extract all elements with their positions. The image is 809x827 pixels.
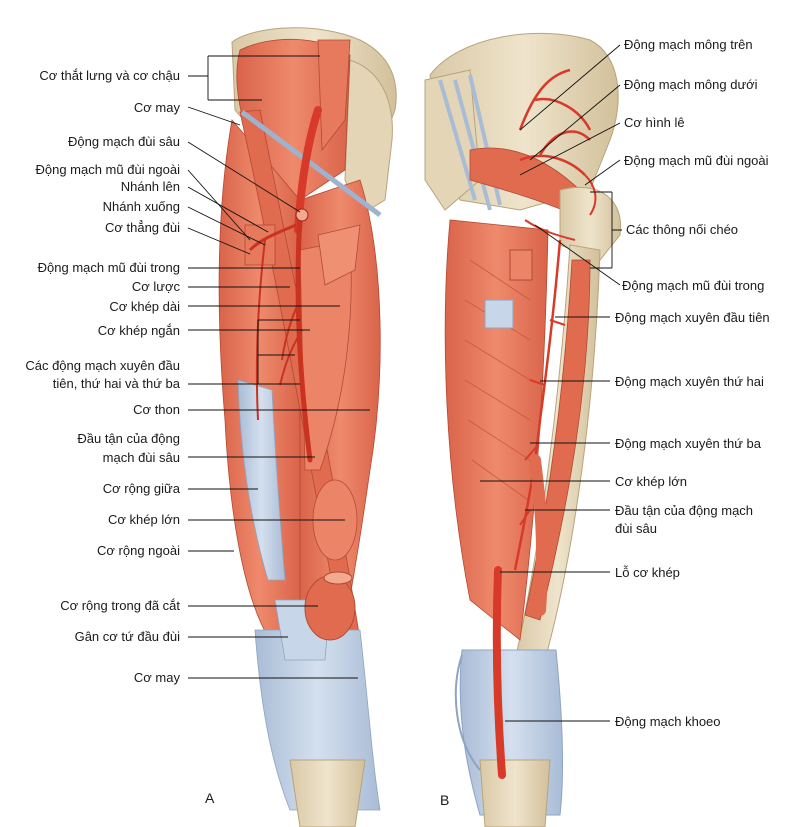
label-piriformis: Cơ hình lê (624, 115, 685, 130)
label-descending-branch: Nhánh xuống (102, 199, 180, 214)
panel-label-b: B (440, 792, 450, 808)
superior-gluteal-artery (518, 68, 592, 131)
panel-a-drawing (218, 27, 397, 827)
knee-b-left (454, 654, 481, 771)
leader-iliopsoas (188, 55, 320, 101)
leader-descending (187, 206, 266, 246)
circumflex-b (524, 174, 597, 241)
popliteal-artery (492, 566, 506, 779)
label-quadriceps-tendon: Gân cơ tứ đầu đùi (74, 629, 180, 644)
label-medial-circumflex-artery: Động mạch mũ đùi trong (37, 260, 180, 275)
sacrum-a (344, 59, 393, 216)
label-terminal-deep-femoral-b-line1: Đầu tận của động mạch (615, 503, 754, 518)
lateral-circumflex-a (248, 223, 297, 252)
rectus-femoris-stump (244, 224, 276, 266)
label-lateral-circumflex-b: Động mạch mũ đùi ngoài (624, 153, 769, 168)
label-cruciate-anastomosis: Các thông nối chéo (626, 222, 739, 237)
leader-ascending (187, 186, 269, 233)
label-rectus-femoris: Cơ thẳng đùi (104, 220, 180, 235)
vastus-medialis-cut-face (323, 571, 353, 585)
label-vastus-intermedius: Cơ rộng giữa (102, 481, 180, 496)
leader-inf-gluteal (529, 84, 621, 161)
label-popliteal-artery: Động mạch khoeo (615, 714, 721, 729)
leader-perforators (188, 319, 300, 385)
label-adductor-magnus-b: Cơ khép lớn (615, 474, 687, 489)
label-deep-femoral-artery: Động mạch đùi sâu (67, 134, 180, 149)
leader-sup-gluteal (519, 44, 621, 131)
panel-b-drawing (424, 32, 622, 827)
label-adductor-hiatus: Lỗ cơ khép (615, 565, 680, 580)
leader-lat-circ-b (584, 159, 621, 186)
label-second-perforating: Động mạch xuyên thứ hai (615, 374, 764, 389)
label-vastus-lateralis: Cơ rộng ngoài (97, 543, 180, 558)
leader-med-circ-b (534, 224, 621, 286)
label-pectineus: Cơ lược (131, 279, 180, 294)
label-adductor-magnus: Cơ khép lớn (108, 512, 180, 527)
label-ascending-branch: Nhánh lên (120, 179, 180, 194)
pectineus (317, 224, 361, 286)
label-superior-gluteal-artery: Động mạch mông trên (624, 37, 753, 52)
perforator-chain-b (513, 239, 562, 571)
terminal-deep-femoral-b (529, 454, 549, 616)
label-inferior-gluteal-artery: Động mạch mông dưới (624, 77, 758, 92)
label-terminal-deep-femoral-b-line2: đùi sâu (615, 521, 657, 536)
label-first-perforating: Động mạch xuyên đầu tiên (615, 310, 770, 325)
leader-rectus (187, 227, 251, 255)
perforator-branches-b (519, 319, 566, 526)
leader-lat-circ (187, 169, 251, 241)
deep-femoral-artery-a (295, 212, 313, 463)
label-medial-circumflex-b: Động mạch mũ đùi trong (622, 278, 765, 293)
vastus-medialis-cut (304, 575, 356, 641)
label-perforating-arteries-line2: tiên, thứ hai và thứ ba (52, 376, 180, 391)
label-sartorius-low: Cơ may (133, 670, 180, 685)
panel-label-a: A (205, 790, 215, 806)
label-vastus-medialis-cut: Cơ rộng trong đã cắt (60, 598, 180, 613)
label-perforating-arteries-line1: Các động mạch xuyên đầu (25, 358, 180, 373)
leader-piriformis (519, 122, 621, 176)
inferior-gluteal-artery (519, 130, 591, 176)
femoral-artery-cut (295, 208, 309, 222)
leader-lines (187, 44, 622, 722)
leader-deep-femoral (187, 141, 301, 213)
vastus-lateralis-b (524, 259, 591, 621)
label-adductor-brevis: Cơ khép ngắn (97, 323, 180, 338)
label-terminal-deep-femoral-line1: Đầu tận của động (77, 431, 180, 446)
label-adductor-longus: Cơ khép dài (109, 299, 180, 314)
label-sartorius-top: Cơ may (133, 100, 180, 115)
hamstring-stump-2 (509, 249, 533, 281)
hamstring-stump-1 (484, 299, 514, 329)
tibia-b (479, 759, 551, 827)
tibia-a (289, 759, 366, 827)
label-iliopsoas: Cơ thắt lưng và cơ chậu (39, 68, 180, 83)
inguinal-ligament (240, 109, 382, 218)
label-terminal-deep-femoral-line2: mạch đùi sâu (102, 450, 180, 465)
vastus-intermedius (237, 379, 286, 581)
label-gracilis: Cơ thon (133, 402, 180, 417)
greater-trochanter (559, 186, 622, 261)
leader-sartorius-top (187, 106, 241, 126)
leader-cruciate (590, 191, 622, 269)
label-third-perforating: Động mạch xuyên thứ ba (615, 436, 762, 451)
label-lateral-circumflex-artery: Động mạch mũ đùi ngoài (35, 162, 180, 177)
